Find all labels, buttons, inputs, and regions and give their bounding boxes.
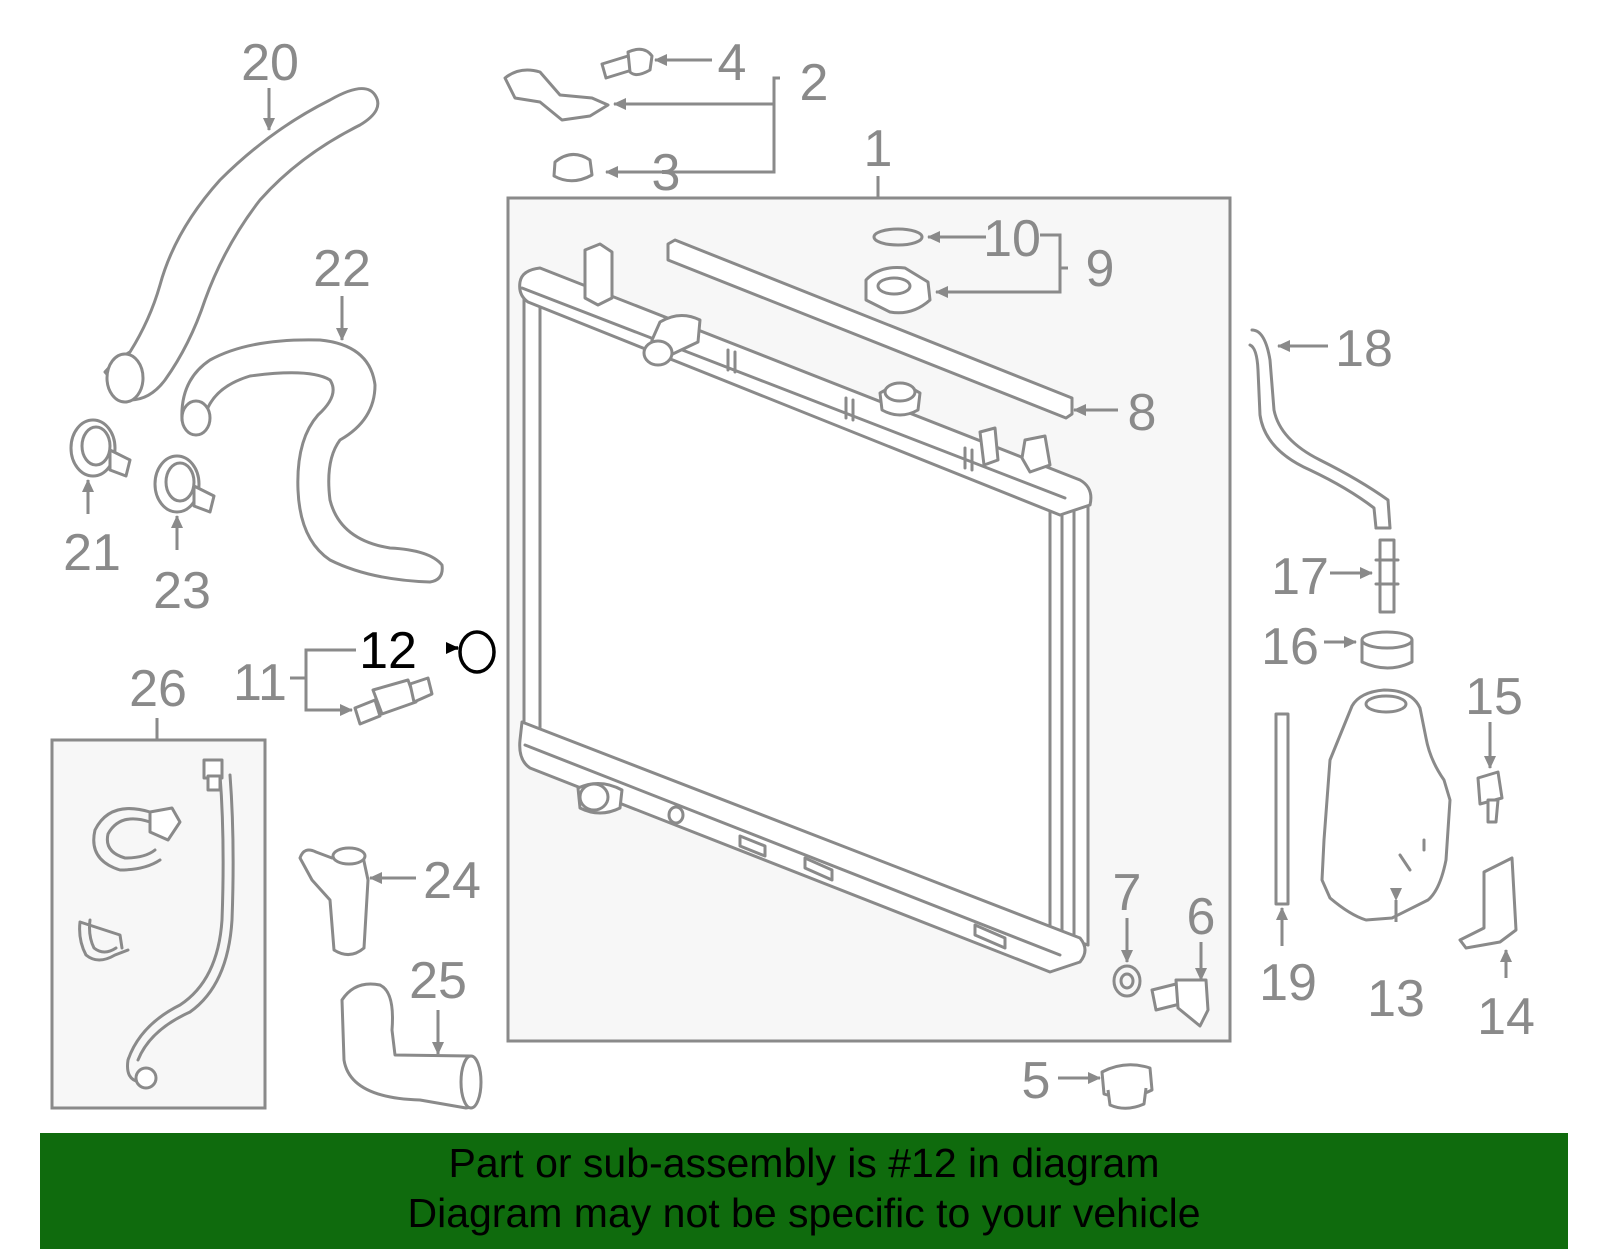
callout-12: 12 [359,622,417,680]
callout-13: 13 [1367,970,1425,1028]
washer-drawing [1112,964,1142,998]
callout-26: 26 [129,660,187,718]
callout-15: 15 [1465,668,1523,726]
tube-drawing [1274,712,1290,906]
reservoir-tank-drawing [1320,688,1452,922]
callout-4: 4 [718,34,747,92]
callout-14: 14 [1477,988,1535,1046]
clamp-21-drawing [69,418,132,478]
lower-hose-drawing [180,338,444,584]
callout-10: 10 [983,210,1041,268]
callout-5: 5 [1022,1052,1051,1110]
callout-25: 25 [409,952,467,1010]
overflow-hose-drawing [1248,328,1392,530]
upper-hose-drawing [103,87,380,402]
connector-drawing [1378,538,1396,614]
temp-sensor-drawing [353,698,382,726]
callout-18: 18 [1335,320,1393,378]
o-ring-10-drawing [872,227,924,247]
o-ring-12-drawing [458,630,496,674]
callout-3: 3 [652,144,681,202]
seal-strip-drawing [666,238,1074,420]
callout-20: 20 [241,34,299,92]
callout-7: 7 [1113,864,1142,922]
harness-drawing [78,758,235,1090]
callout-11: 11 [233,654,287,712]
bracket-drawing [503,68,610,122]
grommet-drawing [552,153,594,183]
callout-9: 9 [1086,240,1115,298]
callout-24: 24 [423,852,481,910]
reservoir-bracket-drawing [1458,856,1518,950]
clamp-23-drawing [153,454,216,514]
callout-6: 6 [1187,888,1216,946]
bolt-15-drawing [1476,770,1504,806]
banner-line-2: Diagram may not be specific to your vehi… [407,1190,1201,1236]
callout-23: 23 [153,562,211,620]
callout-8: 8 [1128,384,1157,442]
radiator-drawing [518,242,1093,974]
callout-16: 16 [1261,618,1319,676]
callout-1: 1 [864,120,893,178]
callout-17: 17 [1271,548,1329,606]
callout-labels: 1 2 3 4 5 6 7 8 9 10 11 12 13 14 15 16 1… [63,34,1535,1110]
leader-lines [82,54,1512,1084]
callout-22: 22 [313,240,371,298]
info-banner: Part or sub-assembly is #12 in diagram D… [40,1133,1568,1249]
banner-line-1: Part or sub-assembly is #12 in diagram [448,1140,1160,1186]
hose-joint-drawing [298,848,370,956]
callout-19: 19 [1259,954,1317,1012]
callout-2: 2 [800,54,829,112]
callout-21: 21 [63,524,121,582]
